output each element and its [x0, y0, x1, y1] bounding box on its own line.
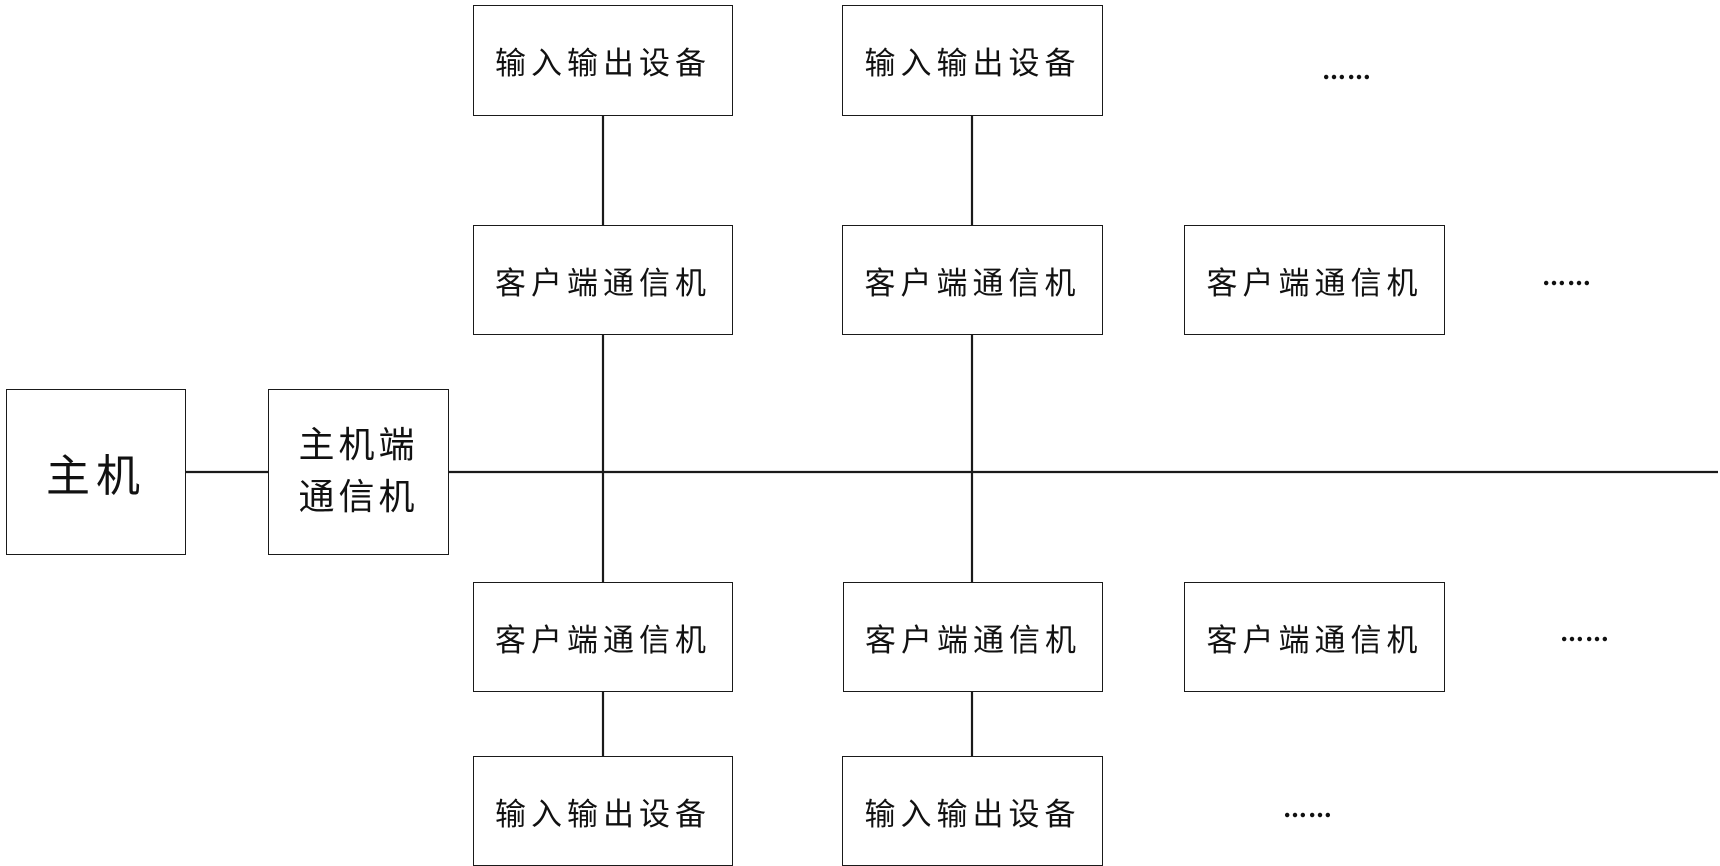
- host-label: 主机: [46, 451, 146, 502]
- io-device-top-2: 输入输出设备: [842, 5, 1103, 116]
- client-comm-bottom-2: 客户端通信机: [843, 582, 1103, 692]
- io-device-bottom-1-label: 输入输出设备: [495, 796, 711, 833]
- client-comm-bottom-3-label: 客户端通信机: [1206, 622, 1423, 659]
- client-comm-bottom-2-label: 客户端通信机: [865, 622, 1081, 659]
- ellipsis-top-client: ……: [1542, 262, 1592, 291]
- client-comm-top-3-label: 客户端通信机: [1206, 265, 1423, 302]
- host-box: 主机: [6, 389, 186, 555]
- client-comm-bottom-3: 客户端通信机: [1184, 582, 1445, 692]
- io-device-top-2-label: 输入输出设备: [864, 46, 1081, 82]
- io-device-top-1-label: 输入输出设备: [495, 46, 711, 82]
- io-device-bottom-2-label: 输入输出设备: [864, 796, 1081, 833]
- client-comm-top-1: 客户端通信机: [473, 225, 733, 335]
- client-comm-top-2: 客户端通信机: [842, 225, 1103, 335]
- client-comm-top-3: 客户端通信机: [1184, 225, 1445, 335]
- host-comm-box: 主机端 通信机: [268, 389, 449, 555]
- host-comm-label-line1: 主机端: [298, 425, 419, 466]
- client-comm-top-2-label: 客户端通信机: [864, 265, 1081, 302]
- ellipsis-top-io: ……: [1322, 56, 1372, 85]
- client-comm-bottom-1-label: 客户端通信机: [495, 622, 711, 659]
- io-device-bottom-1: 输入输出设备: [473, 756, 733, 866]
- io-device-top-1: 输入输出设备: [473, 5, 733, 116]
- io-device-bottom-2: 输入输出设备: [842, 756, 1103, 866]
- client-comm-bottom-1: 客户端通信机: [473, 582, 733, 692]
- host-comm-label-line2: 通信机: [298, 477, 419, 518]
- ellipsis-bottom-client: ……: [1560, 618, 1610, 647]
- ellipsis-bottom-io: ……: [1283, 794, 1333, 823]
- client-comm-top-1-label: 客户端通信机: [495, 265, 711, 302]
